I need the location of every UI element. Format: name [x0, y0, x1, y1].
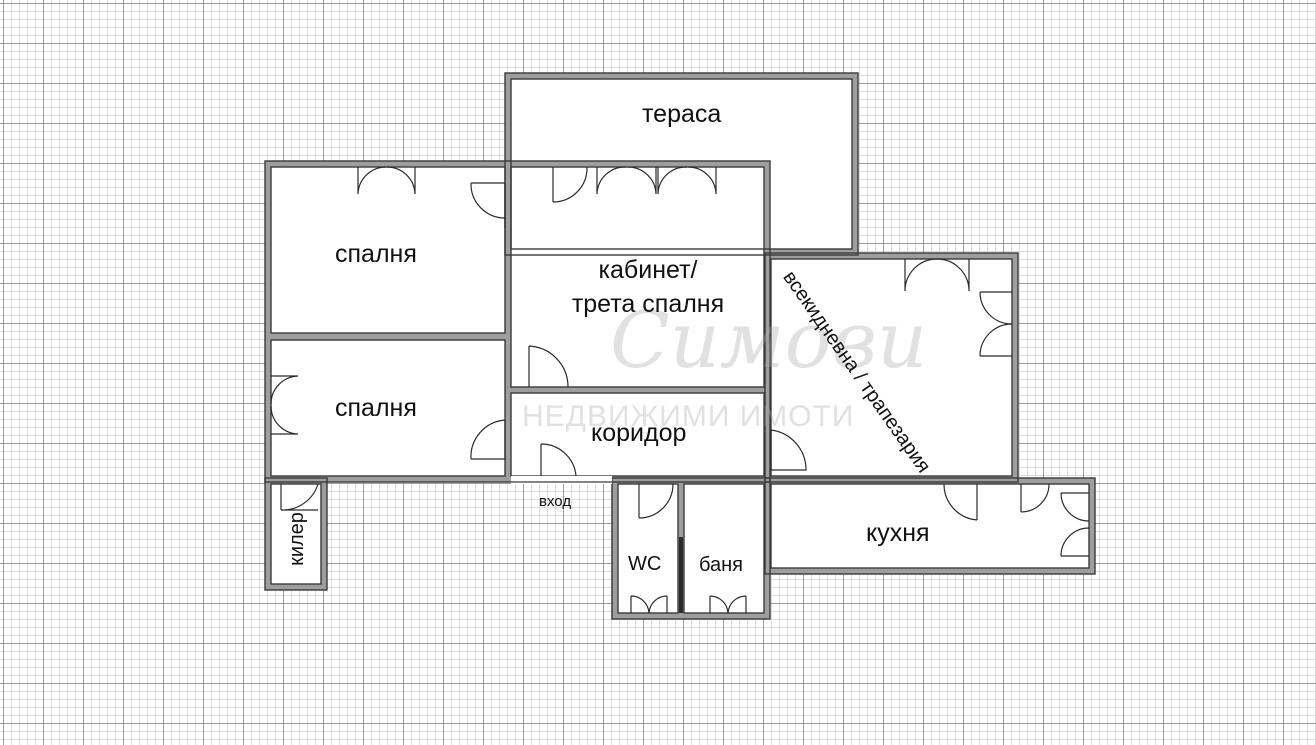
doors: [270, 166, 1090, 614]
room-label-office-line1: кабинет/: [598, 256, 698, 284]
watermark-tagline: НЕДВИЖИМИ ИМОТИ: [522, 400, 855, 433]
door-icon: [638, 483, 674, 519]
window-icon: [357, 166, 387, 195]
door-icon: [943, 483, 978, 521]
window-icon: [270, 375, 299, 405]
walls: [264, 72, 1096, 620]
door-icon: [470, 182, 506, 228]
wc-area: [618, 484, 678, 613]
storage-area: [271, 484, 321, 584]
window-icon: [270, 405, 299, 435]
room-label-corridor: коридор: [591, 419, 687, 447]
bedroom-top-area: [271, 167, 505, 333]
bedroom-bottom-area: [271, 340, 505, 476]
office-area: [511, 167, 764, 387]
door-icon: [770, 429, 807, 471]
window-icon: [657, 166, 688, 195]
window-icon: [596, 166, 627, 195]
window-icon: [552, 166, 588, 203]
window-icon: [648, 595, 668, 614]
bath-area: [684, 484, 764, 613]
door-icon: [540, 443, 577, 477]
window-icon: [1020, 483, 1050, 513]
window-icon: [904, 258, 938, 292]
door-icon: [470, 419, 506, 460]
room-label-bedroom-bottom: спалня: [335, 394, 417, 422]
window-icon: [1060, 527, 1090, 557]
watermark-logo: Симови: [610, 296, 928, 386]
room-label-bedroom-top: спалня: [335, 240, 417, 268]
window-icon: [727, 595, 747, 614]
room-label-kitchen: кухня: [866, 519, 930, 547]
window-icon: [386, 166, 416, 195]
living-area: [771, 259, 1012, 476]
window-icon: [979, 323, 1013, 357]
room-label-entrance: вход: [539, 493, 572, 510]
door-icon: [528, 345, 569, 388]
entrance-opening: [511, 476, 612, 484]
room-label-office: кабинет/ трета спалня: [548, 254, 748, 322]
room-label-office-line2: трета спалня: [571, 289, 725, 318]
window-icon: [936, 258, 970, 292]
room-label-wc: WC: [628, 553, 662, 575]
window-icon: [1060, 492, 1090, 522]
room-label-bath: баня: [699, 554, 743, 576]
door-icon: [280, 483, 319, 511]
room-label-terrace: тераса: [642, 100, 722, 128]
window-icon: [627, 166, 657, 195]
corridor-area: [511, 393, 764, 476]
window-icon: [687, 166, 717, 195]
kitchen-area: [771, 484, 1089, 568]
window-icon: [979, 291, 1013, 325]
room-label-storage: килер: [285, 512, 308, 566]
